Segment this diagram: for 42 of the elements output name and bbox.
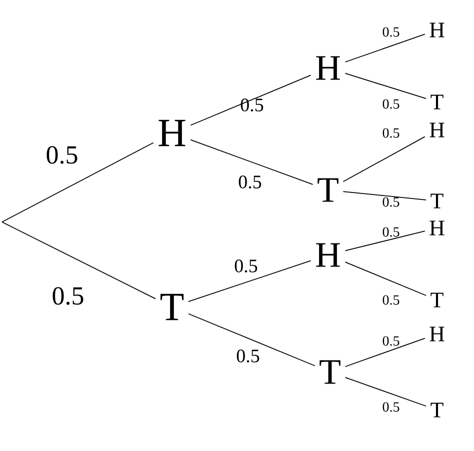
probability-label: 0.5	[52, 287, 84, 305]
probability-label: 0.5	[382, 295, 400, 305]
outcome-label: T	[160, 294, 184, 320]
branch-line	[344, 376, 427, 407]
outcome-label: T	[430, 194, 444, 208]
probability-label: 0.5	[234, 260, 258, 272]
branch-line	[188, 313, 316, 366]
branch-line	[342, 191, 427, 200]
outcome-label: H	[430, 326, 444, 342]
branch-line	[190, 74, 312, 126]
outcome-label: H	[316, 56, 340, 80]
outcome-label: H	[430, 122, 444, 138]
outcome-label: T	[430, 94, 444, 110]
outcome-label: H	[158, 120, 186, 146]
probability-label: 0.5	[240, 98, 264, 112]
branch-line	[2, 222, 156, 300]
probability-label: 0.5	[382, 27, 400, 37]
outcome-label: H	[430, 220, 444, 236]
probability-label: 0.5	[382, 99, 400, 109]
probability-label: 0.5	[382, 128, 400, 138]
probability-label: 0.5	[238, 176, 262, 188]
probability-label: 0.5	[46, 146, 78, 164]
outcome-label: T	[320, 360, 340, 384]
branch-line	[344, 34, 426, 62]
branch-line	[188, 260, 312, 302]
branch-line	[344, 262, 427, 296]
outcome-label: T	[318, 178, 338, 202]
branch-line	[2, 142, 154, 222]
probability-label: 0.5	[382, 227, 400, 237]
probability-label: 0.5	[382, 336, 400, 346]
outcome-label: H	[316, 243, 340, 267]
probability-label: 0.5	[382, 197, 400, 207]
outcome-label: T	[430, 292, 444, 308]
outcome-label: H	[430, 22, 444, 38]
branch-line	[344, 338, 426, 368]
branch-line	[190, 139, 314, 185]
probability-label: 0.5	[382, 402, 400, 412]
outcome-label: T	[430, 402, 444, 418]
branch-line	[342, 136, 426, 182]
probability-label: 0.5	[236, 350, 260, 362]
branch-line	[344, 72, 427, 100]
branch-line	[344, 230, 426, 252]
